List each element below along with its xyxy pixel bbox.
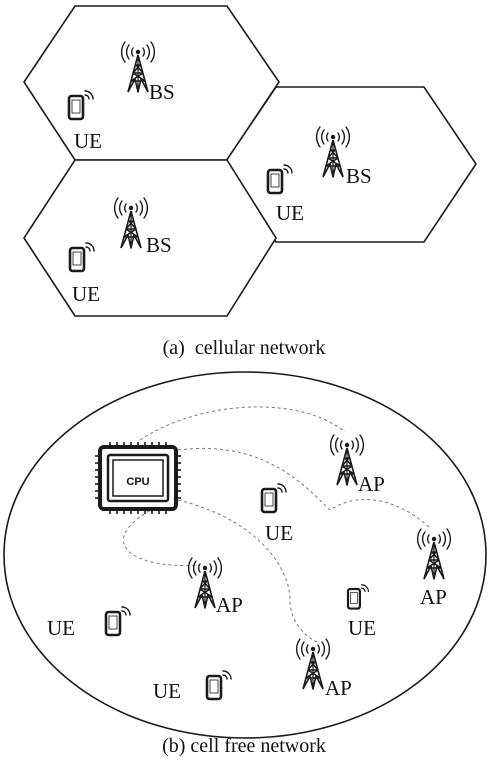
hex-cell-bottom: [23, 159, 277, 317]
ap-label: AP: [325, 676, 352, 700]
bs-label: BS: [346, 164, 372, 188]
cpu-chip-icon: [95, 442, 181, 514]
panel-a-caption: (a) cellular network: [163, 337, 326, 359]
fronthaul-link: [139, 406, 346, 441]
fronthaul-link: [177, 499, 319, 643]
ue-label: UE: [153, 679, 181, 703]
bs-label: BS: [146, 233, 172, 257]
ue-label: UE: [47, 616, 75, 640]
ap-label: AP: [358, 472, 385, 496]
coverage-ellipse: [3, 371, 487, 739]
ap-label: AP: [420, 585, 447, 609]
panel-b-caption: (b) cell free network: [162, 735, 326, 757]
ue-label: UE: [348, 616, 376, 640]
bs-label: BS: [149, 80, 175, 104]
cpu-label: CPU: [126, 476, 149, 488]
ue-label: UE: [74, 129, 102, 153]
ap-label: AP: [216, 593, 243, 617]
ue-label: UE: [265, 521, 293, 545]
cell-free-network-panel: CPU AP AP AP AP UE UE UE UE (b) cell fre…: [3, 371, 487, 757]
ue-label: UE: [276, 201, 304, 225]
fronthaul-link: [123, 504, 201, 567]
cellular-network-panel: BS UE BS UE BS UE (a) cellular network: [23, 5, 477, 359]
ue-label: UE: [72, 282, 100, 306]
